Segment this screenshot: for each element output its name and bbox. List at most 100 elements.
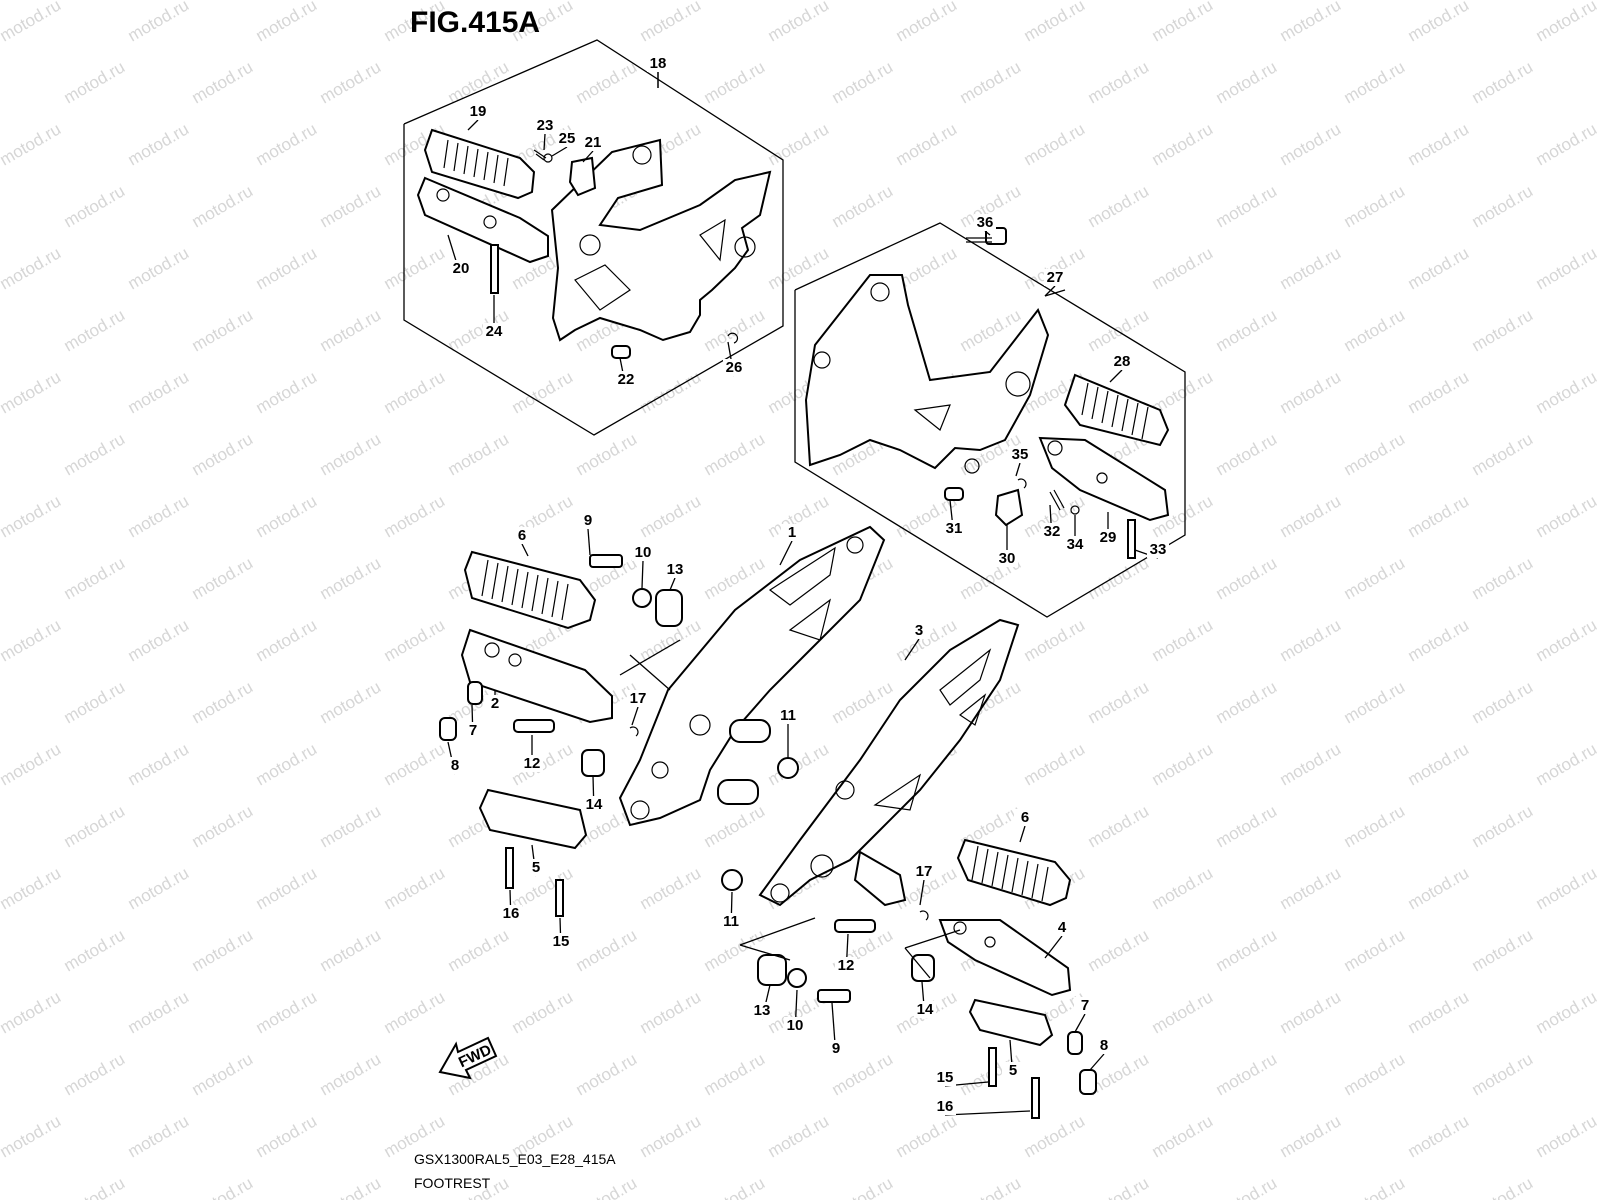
watermark-text: motod.ru — [1597, 181, 1600, 231]
watermark-text: motod.ru — [1533, 0, 1600, 45]
watermark-text: motod.ru — [1085, 801, 1153, 851]
callout-10b: 10 — [787, 1017, 804, 1034]
callout-background — [500, 905, 522, 922]
callout-background — [1009, 446, 1031, 463]
watermark-text: motod.ru — [765, 0, 833, 45]
watermark-text: motod.ru — [189, 1049, 257, 1099]
watermark-text: motod.ru — [701, 429, 769, 479]
watermark-text: motod.ru — [1533, 491, 1600, 541]
watermark-text: motod.ru — [189, 677, 257, 727]
front-right-bracket-3 — [758, 618, 1020, 907]
watermark-text: motod.ru — [701, 801, 769, 851]
watermark-text: motod.ru — [1469, 57, 1537, 107]
callout-background — [943, 520, 965, 537]
watermark-text: motod.ru — [1277, 987, 1345, 1037]
leader-line — [1089, 1053, 1105, 1071]
watermark-text: motod.ru — [1085, 57, 1153, 107]
watermark-text: motod.ru — [1405, 367, 1473, 417]
model-code-label: GSX1300RAL5_E03_E28_415A — [414, 1151, 616, 1167]
watermark-text: motod.ru — [637, 0, 705, 45]
callout-7b: 7 — [1081, 997, 1089, 1014]
leader-line — [669, 577, 676, 591]
callout-33: 33 — [1150, 541, 1167, 558]
callout-5a: 5 — [532, 859, 540, 876]
watermark-text: motod.ru — [637, 987, 705, 1037]
callout-21: 21 — [585, 134, 602, 151]
watermark-text: motod.ru — [1213, 305, 1281, 355]
watermark-text: motod.ru — [1085, 677, 1153, 727]
callout-3: 3 — [915, 622, 923, 639]
watermark-text: motod.ru — [189, 429, 257, 479]
watermark-text: motod.ru — [893, 0, 961, 45]
callout-22: 22 — [618, 371, 635, 388]
callout-background — [483, 323, 505, 340]
watermark-text: motod.ru — [317, 677, 385, 727]
leader-line — [467, 119, 479, 131]
callout-32: 32 — [1044, 523, 1061, 540]
callout-background — [835, 957, 857, 974]
callout-background — [1074, 997, 1096, 1014]
callout-background — [1093, 1037, 1115, 1054]
watermark-text: motod.ru — [765, 1111, 833, 1161]
watermark-text: motod.ru — [317, 181, 385, 231]
watermark-text: motod.ru — [1533, 863, 1600, 913]
watermark-text: motod.ru — [1533, 987, 1600, 1037]
section-name-label: FOOTREST — [414, 1175, 491, 1191]
callout-4: 4 — [1058, 919, 1067, 936]
watermark-text: motod.ru — [0, 243, 64, 293]
front-left-bracket-1 — [618, 525, 886, 827]
watermark-text: motod.ru — [1021, 739, 1089, 789]
watermark-text: motod.ru — [253, 243, 321, 293]
leader-line — [919, 879, 925, 906]
forward-direction-arrow: FWD — [438, 1036, 498, 1080]
watermark-text: motod.ru — [317, 57, 385, 107]
watermark-text: motod.ru — [765, 243, 833, 293]
watermark-text: motod.ru — [1405, 119, 1473, 169]
watermark-text: motod.ru — [573, 1173, 641, 1200]
callout-background — [484, 695, 506, 712]
leader-line — [1074, 1013, 1086, 1033]
callout-background — [1147, 541, 1169, 558]
watermark-text: motod.ru — [125, 119, 193, 169]
watermark-text: motod.ru — [0, 987, 64, 1037]
callout-17a: 17 — [630, 690, 647, 707]
callout-8b: 8 — [1100, 1037, 1108, 1054]
watermark-text: motod.ru — [253, 739, 321, 789]
leader-line — [984, 230, 991, 236]
watermark-text: motod.ru — [1597, 1173, 1600, 1200]
watermark-text: motod.ru — [637, 367, 705, 417]
watermark-text: motod.ru — [1597, 553, 1600, 603]
watermark-text: motod.ru — [253, 615, 321, 665]
watermark-text: motod.ru — [829, 1173, 897, 1200]
leader-line — [551, 146, 568, 157]
callout-9b: 9 — [832, 1040, 840, 1057]
leader-line — [1044, 935, 1063, 959]
watermark-text: motod.ru — [1405, 0, 1473, 45]
callout-25: 25 — [559, 130, 576, 147]
watermark-text: motod.ru — [1597, 925, 1600, 975]
watermark-text: motod.ru — [381, 615, 449, 665]
callout-background — [462, 722, 484, 739]
callout-background — [444, 757, 466, 774]
watermark-text: motod.ru — [1213, 801, 1281, 851]
watermark-text: motod.ru — [61, 553, 129, 603]
watermark-text: motod.ru — [189, 305, 257, 355]
watermark-text: motod.ru — [1213, 429, 1281, 479]
watermark-text: motod.ru — [1277, 491, 1345, 541]
watermark-text: motod.ru — [125, 0, 193, 45]
watermark-text: motod.ru — [1341, 181, 1409, 231]
watermark-text: motod.ru — [253, 491, 321, 541]
callout-background — [1111, 353, 1133, 370]
watermark-text: motod.ru — [893, 1111, 961, 1161]
watermark-text: motod.ru — [1405, 243, 1473, 293]
leader-line — [1015, 462, 1021, 477]
watermark-text: motod.ru — [189, 1173, 257, 1200]
watermark-text: motod.ru — [253, 1111, 321, 1161]
watermark-text: motod.ru — [1405, 987, 1473, 1037]
watermark-text: motod.ru — [829, 57, 897, 107]
callout-background — [781, 524, 803, 541]
watermark-text: motod.ru — [1469, 801, 1537, 851]
watermark-text: motod.ru — [1469, 677, 1537, 727]
watermark-text: motod.ru — [381, 367, 449, 417]
